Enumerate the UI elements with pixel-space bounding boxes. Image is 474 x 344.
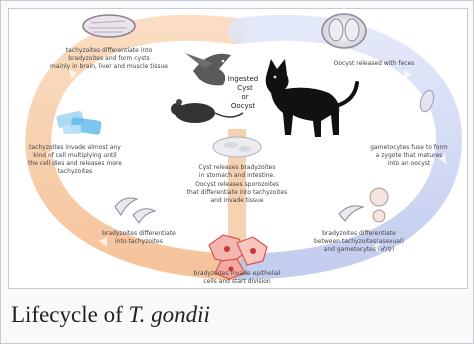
svg-text:the cell dies and releases mor: the cell dies and releases more (28, 160, 122, 167)
note-brady-to-gametocytes: bradyzoites differentiate between tachyz… (314, 230, 404, 253)
note-tachy-to-brady: tachyzoites differentiate into bradyzoit… (50, 47, 168, 70)
svg-text:mainly in brain, liver and mus: mainly in brain, liver and muscle tissue (50, 63, 168, 70)
svg-text:bradyzoites invade epithelial: bradyzoites invade epithelial (194, 270, 281, 277)
svg-text:tachyzoites: tachyzoites (58, 168, 92, 175)
svg-text:Cyst releases bradyzoites: Cyst releases bradyzoites (198, 164, 275, 171)
svg-text:bradyzoites differentiate: bradyzoites differentiate (322, 230, 396, 237)
note-cyst-releases: Cyst releases bradyzoites in stomach and… (187, 164, 288, 204)
svg-text:a zygote that matures: a zygote that matures (376, 152, 443, 159)
svg-text:into tachyzoites: into tachyzoites (115, 238, 163, 245)
note-brady-invade: bradyzoites invade epithelial cells and … (194, 270, 281, 285)
bird-icon (185, 53, 231, 85)
oocyst-icon (322, 14, 366, 48)
crescent-zoites-icon (115, 198, 155, 223)
svg-text:Oocyst released with feces: Oocyst released with feces (334, 60, 415, 67)
svg-text:kind of cell multiplying until: kind of cell multiplying until (33, 152, 117, 159)
center-label-line-4: Oocyst (231, 102, 255, 110)
svg-text:in stomach and intestine.: in stomach and intestine. (199, 172, 275, 179)
cat-icon (266, 59, 357, 137)
svg-text:Oocyst releases sporozoites: Oocyst releases sporozoites (195, 181, 279, 188)
tachyzoite-cells-icon (56, 110, 102, 135)
center-label-line-2: Cyst (237, 84, 253, 92)
intestine-cyst-icon (213, 137, 261, 157)
svg-text:into an oocyst: into an oocyst (388, 160, 431, 167)
center-label-line-1: Ingested (228, 75, 258, 83)
svg-text:tachyzoites invade almost any: tachyzoites invade almost any (29, 144, 121, 151)
center-label-line-3: or (241, 93, 248, 101)
svg-text:cells and start division: cells and start division (203, 278, 271, 285)
svg-text:bradyzoites and form cysts: bradyzoites and form cysts (68, 55, 149, 62)
center-label: Ingested Cyst or Oocyst (228, 75, 258, 110)
caption-species: T. gondii (128, 302, 209, 327)
caption-prefix: Lifecycle of (11, 302, 128, 327)
svg-text:gametocytes fuse to form: gametocytes fuse to form (370, 144, 448, 151)
svg-text:that differentiate into tachyz: that differentiate into tachyzoites (187, 189, 288, 196)
lifecycle-svg: Ingested Cyst or Oocyst tachyzoites diff… (9, 9, 467, 288)
lifecycle-diagram[interactable]: Ingested Cyst or Oocyst tachyzoites diff… (8, 8, 468, 289)
svg-text:tachyzoites differentiate into: tachyzoites differentiate into (66, 47, 153, 54)
zoites-right-icon (339, 188, 388, 222)
tissue-cyst-icon (83, 15, 135, 37)
svg-text:between tachyzoites(asexual): between tachyzoites(asexual) (314, 238, 404, 245)
svg-text:and invade tissue: and invade tissue (210, 197, 263, 204)
svg-text:bradyzoites differentiate: bradyzoites differentiate (102, 230, 176, 237)
svg-text:and gametocytes (♂/♀): and gametocytes (♂/♀) (324, 246, 395, 253)
figure-caption: Lifecycle of T. gondii (11, 302, 210, 328)
note-oocyst-feces: Oocyst released with feces (334, 60, 415, 67)
